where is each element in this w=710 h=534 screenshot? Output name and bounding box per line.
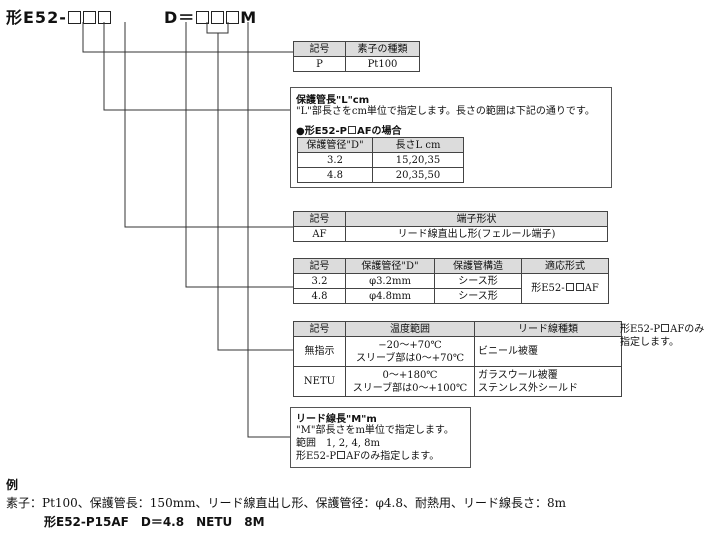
cell-code: AF: [293, 226, 346, 242]
header-code: 記号: [293, 258, 346, 274]
header-element-type: 素子の種類: [345, 41, 420, 57]
cell-lengths: 20,35,50: [372, 167, 464, 183]
header-diameter: 保護管径"D": [345, 258, 435, 274]
cell-code: 4.8: [293, 288, 346, 304]
header-length: 長さL cm: [372, 137, 464, 153]
header-lead-type: リード線種類: [474, 321, 622, 337]
blank-box: [575, 283, 584, 291]
cell-structure: シース形: [434, 273, 522, 289]
lead-length-range: 範囲 1, 2, 4, 8m: [296, 438, 381, 449]
lead-length-title: リード線長"M"m: [296, 414, 377, 425]
blank-box: [347, 126, 356, 134]
cell-terminal: リード線直出し形(フェルール端子): [345, 226, 608, 242]
model-code-header-d: D＝ M: [164, 4, 257, 28]
cell-applicable: 形E52-AF: [521, 273, 609, 304]
blank-box: [661, 324, 670, 332]
example-heading: 例: [6, 478, 19, 492]
blank-box: [565, 283, 574, 291]
example-description: 素子：Pt100、保護管長：150mm、リード線直出し形、保護管径：φ4.8、耐…: [6, 496, 566, 510]
cell-diameter: 3.2: [297, 152, 373, 168]
blank-box: [337, 451, 346, 459]
model-prefix: 形E52-: [6, 8, 67, 27]
cell-lengths: 15,20,35: [372, 152, 464, 168]
blank-box: [211, 11, 225, 24]
cell-lead-type: ビニール被覆: [474, 336, 622, 367]
blank-box: [226, 11, 240, 24]
cell-code: NETU: [293, 366, 346, 397]
header-terminal: 端子形状: [345, 211, 608, 227]
blank-box: [82, 11, 96, 24]
cell-lead-type: ガラスウール被覆ステンレス外シールド: [474, 366, 622, 397]
cell-code: P: [293, 56, 346, 72]
cell-structure: シース形: [434, 288, 522, 304]
model-mid: D＝: [164, 8, 196, 27]
header-temp-range: 温度範囲: [345, 321, 475, 337]
header-code: 記号: [293, 41, 346, 57]
protection-length-box: 保護管長"L"cm "L"部長さをcm単位で指定します。長さの範囲は下記の通りで…: [290, 87, 612, 188]
blank-box: [67, 11, 81, 24]
header-code: 記号: [293, 321, 346, 337]
model-suffix: M: [240, 8, 258, 27]
cell-code: 無指示: [293, 336, 346, 367]
cell-diameter: 4.8: [297, 167, 373, 183]
cell-diameter: φ3.2mm: [345, 273, 435, 289]
header-applicable: 適応形式: [521, 258, 609, 274]
header-code: 記号: [293, 211, 346, 227]
example-model-code: 形E52-P15AF D＝4.8 NETU 8M: [44, 515, 265, 529]
protection-length-title: 保護管長"L"cm: [296, 95, 370, 106]
blank-box: [196, 11, 210, 24]
cell-diameter: φ4.8mm: [345, 288, 435, 304]
diameter-table: 記号 保護管径"D" 保護管構造 適応形式 3.2 φ3.2mm シース形 形E…: [293, 258, 609, 304]
lead-length-box: リード線長"M"m "M"部長さをm単位で指定します。 範囲 1, 2, 4, …: [290, 407, 471, 468]
header-diameter: 保護管径"D": [297, 137, 373, 153]
lead-length-desc: "M"部長さをm単位で指定します。: [296, 425, 454, 436]
cell-element: Pt100: [345, 56, 420, 72]
protection-length-desc: "L"部長さをcm単位で指定します。長さの範囲は下記の通りです。: [296, 106, 595, 117]
cell-code: 3.2: [293, 273, 346, 289]
header-structure: 保護管構造: [434, 258, 522, 274]
